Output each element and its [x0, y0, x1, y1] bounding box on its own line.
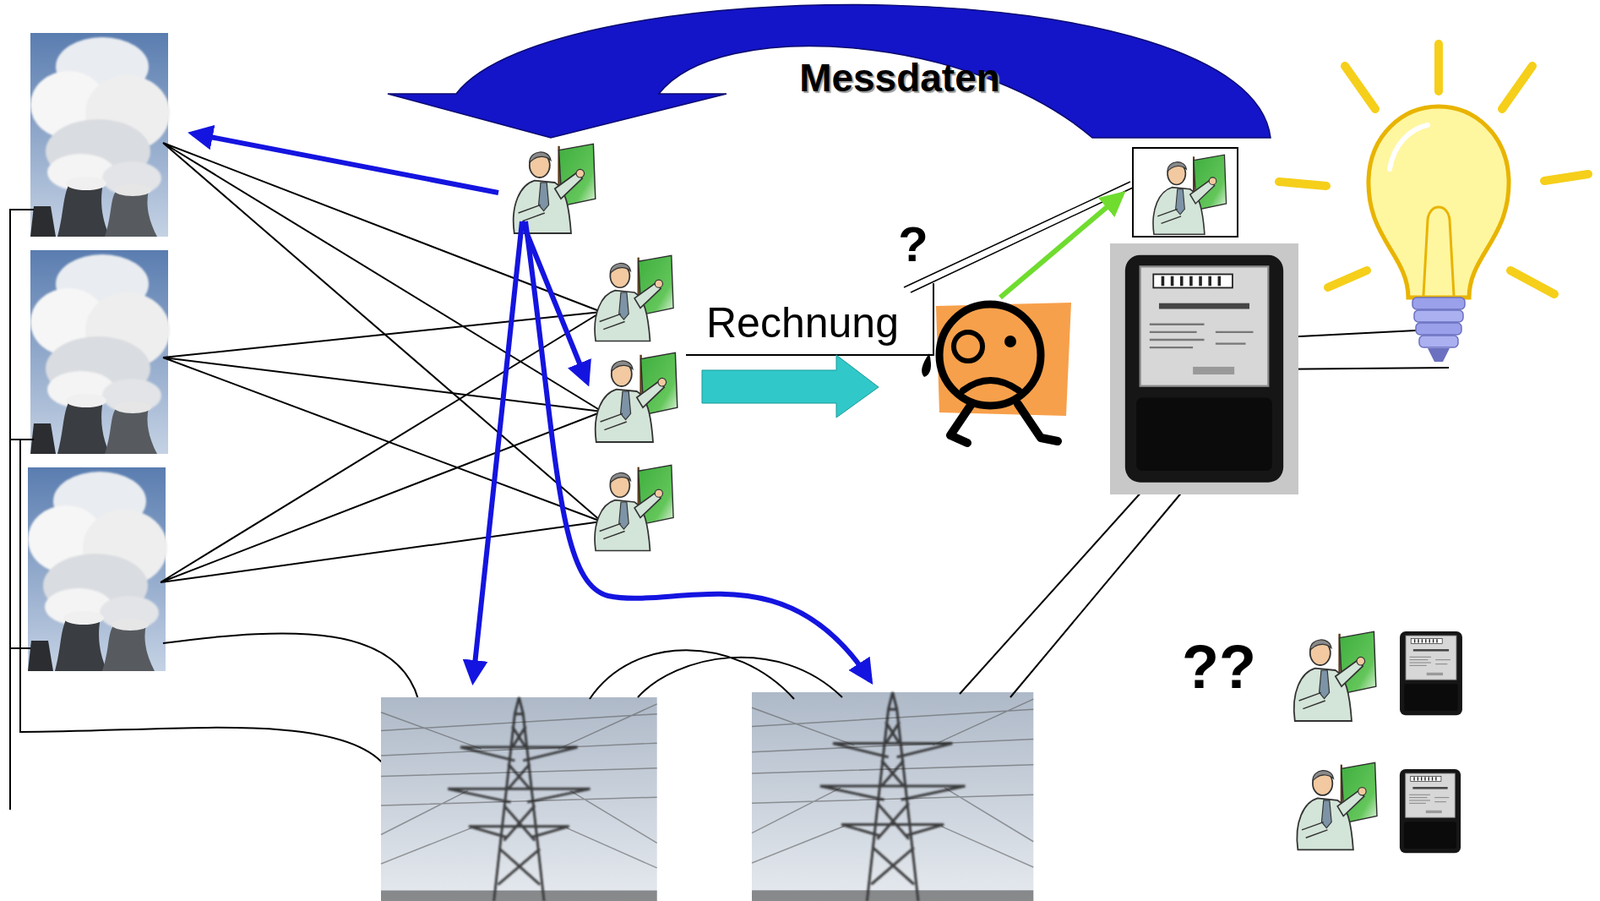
ray [1278, 181, 1327, 186]
arrow [522, 221, 588, 382]
electricity-meter [1399, 631, 1463, 715]
bulb-base [1415, 322, 1462, 335]
ray [1344, 65, 1376, 109]
eye [953, 331, 983, 361]
pylon-photo [751, 691, 1034, 901]
ray [1510, 270, 1555, 294]
wire [20, 439, 385, 765]
bulb-base [1419, 335, 1459, 348]
line [163, 142, 603, 522]
ray [1502, 65, 1533, 109]
ray [1327, 270, 1367, 288]
line [160, 311, 603, 583]
question-mark: ? [895, 217, 931, 272]
pylon-photo [380, 696, 658, 901]
frown [963, 380, 1019, 391]
eye [1004, 335, 1017, 348]
person-clipart [594, 255, 674, 341]
blue-arrows [192, 133, 871, 681]
wire [959, 489, 1184, 697]
bulb-base [1412, 297, 1465, 310]
person-clipart [1153, 154, 1227, 235]
grid-wires [10, 209, 419, 810]
wire [10, 439, 34, 648]
question-marks: ?? [1179, 633, 1259, 701]
bulb-base [1414, 310, 1464, 322]
bill-label: Rechnung [703, 299, 902, 347]
bill-arrow [702, 354, 879, 418]
person-clipart [595, 352, 678, 442]
supply-lines [160, 142, 603, 583]
glass-highlight [1389, 125, 1428, 169]
ray [1434, 43, 1443, 92]
flow-label: Messdaten [796, 56, 1003, 100]
green-arrow [1000, 194, 1122, 298]
person-clipart [1296, 761, 1377, 849]
orange-card [936, 302, 1072, 416]
wire [637, 657, 843, 697]
meter-photo-ground [1110, 243, 1299, 495]
measurement-data-arrow [387, 5, 1271, 138]
wire [10, 209, 34, 810]
bulb-glass [1368, 106, 1509, 298]
photo-frame [1132, 147, 1238, 237]
arrow [473, 221, 523, 681]
bill-bracket [685, 282, 934, 355]
bulb-tip [1427, 348, 1450, 362]
electricity-meter [1399, 768, 1461, 853]
person-clipart [594, 464, 674, 550]
person-clipart [1294, 631, 1377, 721]
filament [1423, 206, 1454, 296]
customer-figure [921, 302, 1072, 443]
power-plant-photo [27, 467, 168, 671]
ray [1544, 174, 1589, 181]
line [163, 311, 603, 522]
face [939, 304, 1041, 406]
sweat-drop [921, 353, 931, 377]
legs [950, 403, 1058, 443]
power-plant-photo [30, 250, 170, 454]
arrow [525, 221, 871, 681]
wire [163, 632, 419, 699]
light-bulb [1278, 43, 1589, 362]
wire [589, 649, 795, 699]
power-plant-photo [30, 32, 170, 237]
person-clipart [513, 143, 596, 234]
leader-line [903, 181, 1133, 293]
electricity-meter [1125, 255, 1284, 483]
arrow [192, 133, 499, 193]
